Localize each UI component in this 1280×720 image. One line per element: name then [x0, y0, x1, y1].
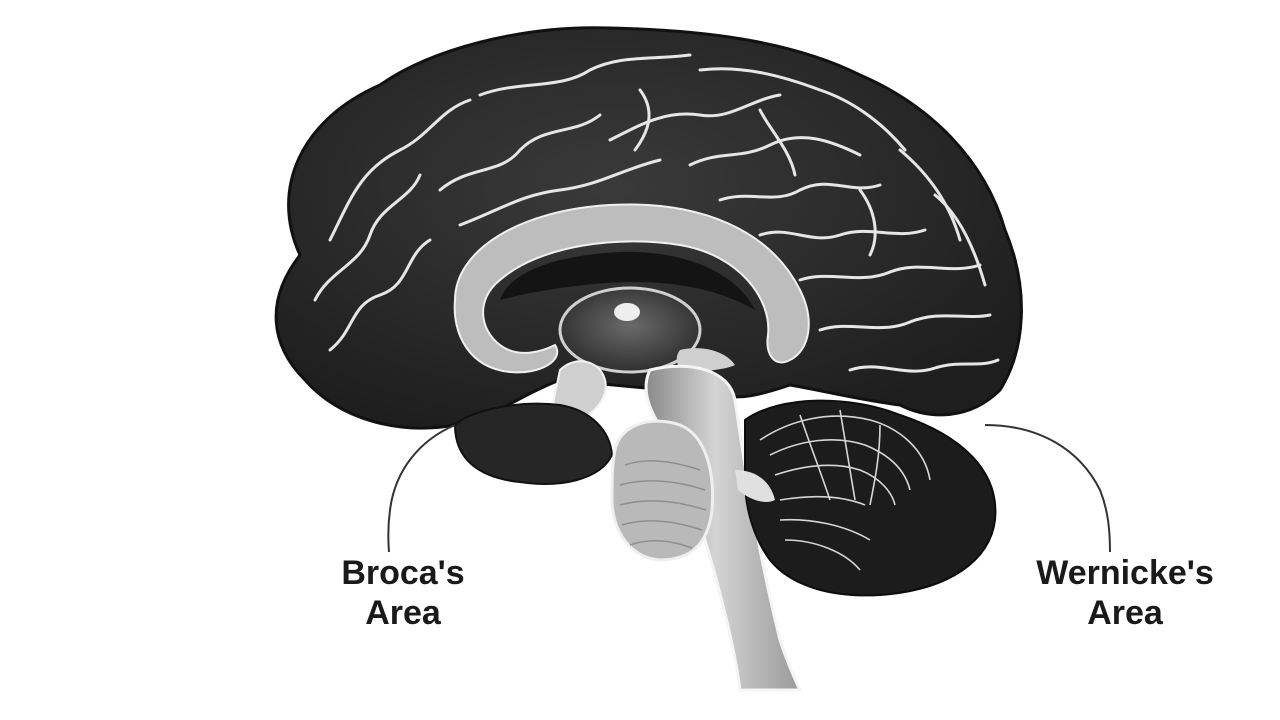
temporal-lobe	[453, 402, 614, 485]
brocas-area-label: Broca's Area	[318, 553, 488, 633]
wernickes-area-label-line2: Area	[1087, 594, 1163, 632]
pons-striations	[619, 460, 707, 549]
corpus-callosum	[453, 203, 810, 374]
fourth-ventricle	[735, 470, 775, 502]
wernickes-area-label-line1: Wernicke's	[1036, 554, 1214, 592]
cerebellum-arbor-vitae	[759, 409, 931, 571]
pons	[610, 419, 714, 562]
wernicke-leader-line	[984, 424, 1111, 553]
thalamus	[558, 286, 702, 374]
gyri-lines	[313, 53, 1000, 373]
thalamus-highlight	[614, 303, 640, 321]
cerebellum	[744, 399, 997, 597]
lateral-ventricle	[500, 251, 755, 310]
brocas-area-label-line2: Area	[365, 594, 441, 632]
wernickes-area-label: Wernicke's Area	[1010, 553, 1240, 633]
broca-leader-line	[387, 424, 456, 553]
brocas-area-label-line1: Broca's	[341, 554, 465, 592]
